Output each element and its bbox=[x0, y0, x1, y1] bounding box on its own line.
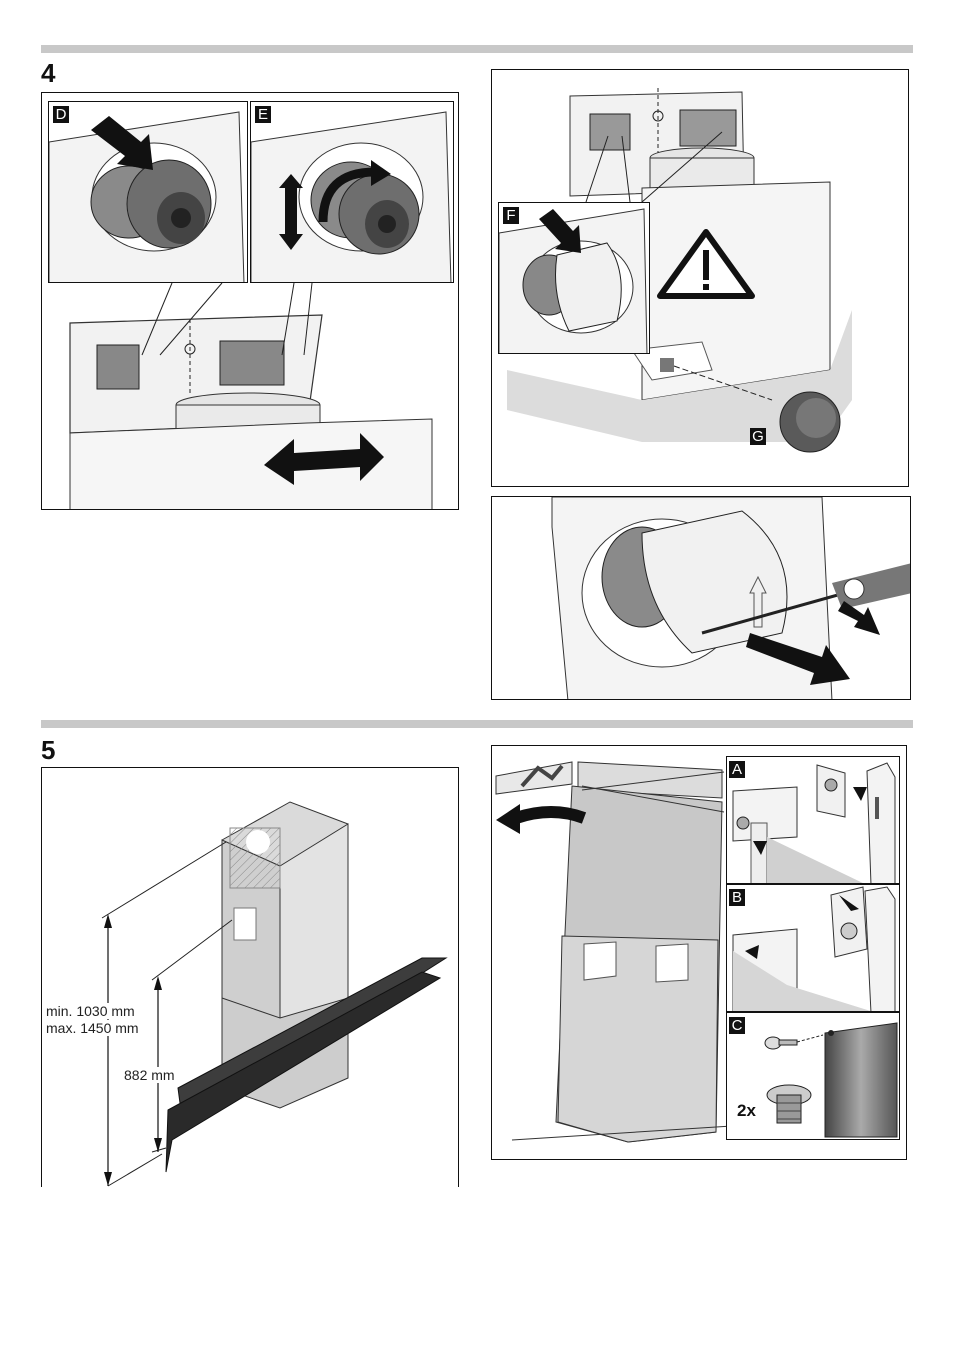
pull-arrow-icon-small bbox=[838, 601, 880, 635]
label-a: A bbox=[729, 761, 745, 778]
quantity-label: 2x bbox=[737, 1101, 756, 1121]
screw-large-icon bbox=[767, 1085, 811, 1123]
chimney-panel-illustration bbox=[556, 786, 722, 1142]
subfigure-e: E bbox=[250, 101, 454, 283]
figure-d-e-adjust-flange: D E bbox=[41, 92, 459, 510]
figure-chimney-dimensions: min. 1030 mm max. 1450 mm 882 mm bbox=[41, 767, 459, 1187]
step-number-5: 5 bbox=[41, 737, 55, 763]
subfigure-b: B bbox=[726, 884, 900, 1012]
dimension-max: max. 1450 mm bbox=[46, 1020, 139, 1036]
push-arrow-icon bbox=[853, 787, 867, 801]
subfigure-d: D bbox=[48, 101, 248, 283]
subfigure-a: A bbox=[726, 756, 900, 884]
label-f: F bbox=[503, 207, 519, 224]
label-g: G bbox=[750, 428, 766, 445]
subfigure-c: C 2x bbox=[726, 1012, 900, 1140]
hood-base-illustration bbox=[70, 315, 432, 510]
label-b: B bbox=[729, 889, 745, 906]
figure-f-g-attach-flange: F G bbox=[491, 69, 909, 487]
section-divider-5 bbox=[41, 720, 913, 728]
step-number-4: 4 bbox=[41, 60, 55, 86]
rotate-arrow-icon bbox=[516, 812, 584, 818]
section-divider-4 bbox=[41, 45, 913, 53]
figure-remove-flange bbox=[491, 496, 911, 700]
screw-icon bbox=[765, 1035, 823, 1049]
label-d: D bbox=[53, 106, 69, 123]
label-c: C bbox=[729, 1017, 745, 1034]
label-e: E bbox=[255, 106, 271, 123]
knob-illustration bbox=[780, 392, 840, 452]
subfigure-f: F bbox=[498, 202, 650, 354]
figure-chimney-mounting: A B bbox=[491, 745, 907, 1160]
dimension-height: 882 mm bbox=[124, 1067, 175, 1083]
dimension-min: min. 1030 mm bbox=[46, 1003, 135, 1019]
